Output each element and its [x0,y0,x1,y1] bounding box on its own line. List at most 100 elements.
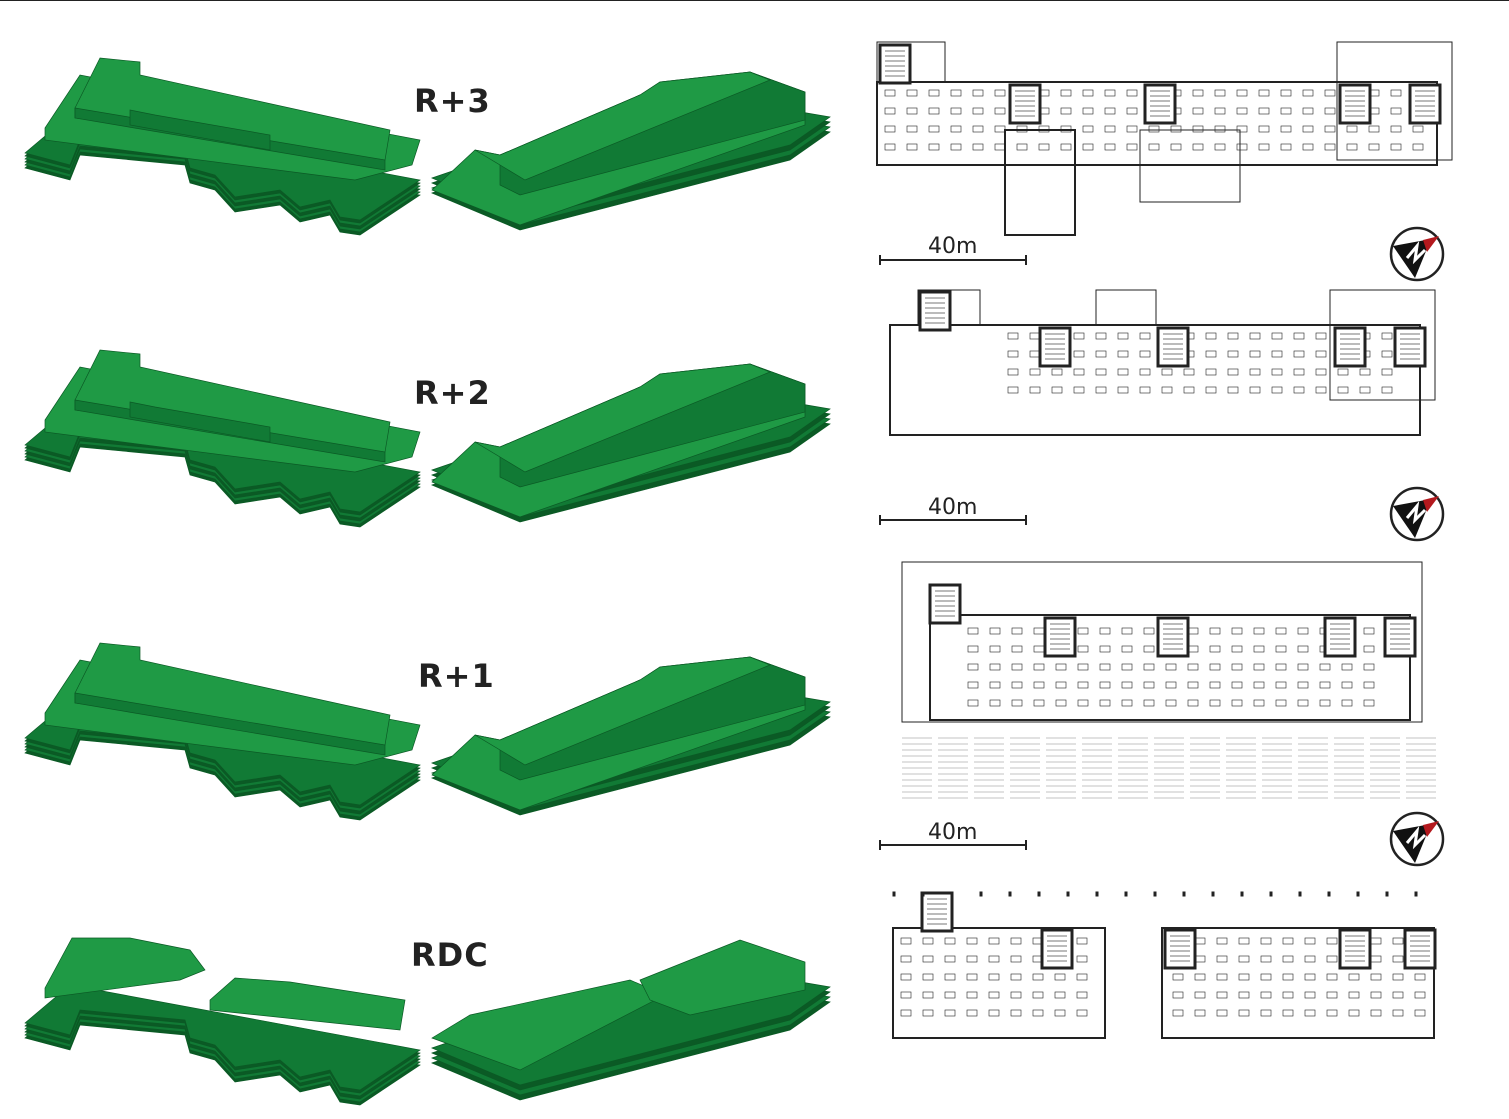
furniture-icon [944,1009,956,1017]
column-mark [1385,891,1389,897]
furniture-icon [972,125,984,133]
furniture-icon [944,937,956,945]
furniture-icon [1143,681,1155,689]
furniture-icon [972,107,984,115]
furniture-icon [1076,991,1088,999]
furniture-icon [1326,1009,1338,1017]
furniture-icon [1172,991,1184,999]
furniture-icon [1104,125,1116,133]
furniture-icon [1258,89,1270,97]
furniture-icon [1337,386,1349,394]
furniture-icon [1170,125,1182,133]
furniture-icon [1170,143,1182,151]
furniture-icon [1216,955,1228,963]
furniture-icon [1060,89,1072,97]
furniture-icon [1260,955,1272,963]
furniture-icon [1073,350,1085,358]
furniture-icon [1392,991,1404,999]
column-mark [892,891,896,897]
furniture-icon [900,955,912,963]
scale-label-r3: 40m [928,234,978,259]
furniture-icon [1258,125,1270,133]
compass-arrow-tip [1423,496,1439,512]
furniture-icon [1324,107,1336,115]
furniture-icon [1324,143,1336,151]
furniture-icon [1302,107,1314,115]
furniture-icon [884,89,896,97]
furniture-icon [1370,1009,1382,1017]
furniture-icon [1381,386,1393,394]
furniture-icon [1297,627,1309,635]
furniture-icon [1139,332,1151,340]
furniture-icon [1275,645,1287,653]
furniture-icon [922,1009,934,1017]
furniture-icon [1293,386,1305,394]
furniture-icon [1082,89,1094,97]
furniture-icon [1231,681,1243,689]
furniture-icon [1236,125,1248,133]
furniture-icon [1205,350,1217,358]
furniture-icon [988,991,1000,999]
furniture-icon [1054,991,1066,999]
furniture-icon [1126,107,1138,115]
column-mark [1095,891,1099,897]
furniture-icon [900,973,912,981]
furniture-icon [1319,699,1331,707]
furniture-icon [1227,350,1239,358]
furniture-icon [1304,991,1316,999]
right-massing-block-east [639,939,806,1016]
furniture-icon [1326,991,1338,999]
furniture-icon [1346,125,1358,133]
furniture-icon [1302,125,1314,133]
furniture-icon [1016,143,1028,151]
furniture-icon [1227,368,1239,376]
furniture-icon [1337,368,1349,376]
furniture-icon [1139,350,1151,358]
furniture-icon [1236,107,1248,115]
compass-arrow [1393,824,1431,863]
furniture-icon [1238,1009,1250,1017]
furniture-icon [1280,125,1292,133]
furniture-icon [1280,89,1292,97]
furniture-icon [1051,386,1063,394]
furniture-icon [1121,645,1133,653]
column-mark [950,891,954,897]
furniture-icon [1010,955,1022,963]
furniture-icon [1236,89,1248,97]
furniture-icon [989,645,1001,653]
furniture-icon [989,699,1001,707]
furniture-icon [1011,645,1023,653]
furniture-icon [1238,955,1250,963]
furniture-icon [1293,368,1305,376]
furniture-icon [1192,89,1204,97]
furniture-icon [1143,645,1155,653]
furniture-icon [1192,143,1204,151]
furniture-icon [1209,681,1221,689]
furniture-icon [1381,350,1393,358]
furniture-icon [1032,1009,1044,1017]
furniture-icon [1183,368,1195,376]
furniture-icon [1205,368,1217,376]
furniture-icon [1260,973,1272,981]
furniture-icon [1249,368,1261,376]
furniture-icon [967,663,979,671]
furniture-icon [1183,386,1195,394]
furniture-icon [1302,143,1314,151]
furniture-icon [1346,143,1358,151]
furniture-icon [1238,991,1250,999]
furniture-icon [1348,1009,1360,1017]
furniture-icon [1304,937,1316,945]
furniture-icon [1275,627,1287,635]
level-label-r2: R+2 [414,374,491,412]
plan-rdc-west-outline [892,927,1106,1039]
furniture-icon [994,89,1006,97]
furniture-icon [1051,368,1063,376]
furniture-icon [1194,1009,1206,1017]
furniture-icon [1007,332,1019,340]
furniture-icon [1363,627,1375,635]
furniture-icon [1359,368,1371,376]
furniture-icon [972,89,984,97]
furniture-icon [922,973,934,981]
furniture-icon [1082,143,1094,151]
furniture-icon [1231,627,1243,635]
